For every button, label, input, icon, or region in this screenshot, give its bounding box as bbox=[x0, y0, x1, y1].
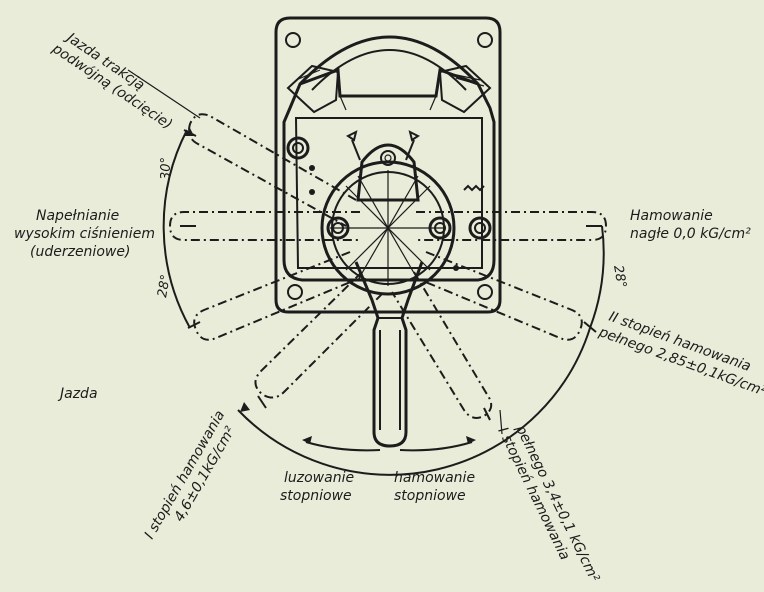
pointer bbox=[346, 130, 361, 161]
labels: Jazda trakcją podwójną (odcięcie) Napełn… bbox=[14, 28, 764, 585]
hub-hole bbox=[468, 216, 492, 240]
label-high-pressure-3: (uderzeniowe) bbox=[30, 244, 130, 260]
angle-arcs bbox=[162, 128, 605, 476]
valve-housing bbox=[274, 16, 502, 314]
angle-28-right: 28° bbox=[610, 264, 629, 289]
angle-28-left: 28° bbox=[155, 273, 174, 298]
label-high-pressure-2: wysokim ciśnieniem bbox=[14, 226, 155, 242]
arrowhead bbox=[240, 402, 250, 412]
label-emergency-1: Hamowanie bbox=[630, 208, 713, 224]
label-emergency-2: nagłe 0,0 kG/cm² bbox=[630, 226, 751, 242]
mount-hole bbox=[285, 32, 301, 48]
label-running: Jazda bbox=[57, 386, 98, 402]
stud bbox=[309, 165, 315, 171]
right-arc bbox=[589, 225, 605, 329]
label-full-stage1-2: pełnego 3,4±0,1 kG/cm² bbox=[512, 422, 602, 585]
arrowhead bbox=[184, 128, 194, 136]
label-gradual-braking-2: stopniowe bbox=[394, 488, 466, 504]
label-high-pressure-1: Napełnianie bbox=[36, 208, 119, 224]
handle-positions bbox=[168, 113, 608, 419]
mount-hole bbox=[477, 284, 493, 300]
direction-arrows bbox=[302, 436, 476, 452]
label-gradual-release-2: stopniowe bbox=[280, 488, 352, 504]
port-circle bbox=[286, 136, 310, 160]
spring bbox=[463, 184, 485, 192]
bottom-arc bbox=[237, 327, 591, 476]
left-arc bbox=[162, 129, 191, 329]
label-gradual-braking-1: hamowanie bbox=[394, 470, 475, 486]
mount-hole bbox=[477, 32, 493, 48]
handle-hub bbox=[320, 143, 492, 296]
stud bbox=[309, 189, 315, 195]
label-double-traction-2: podwójną (odcięcie) bbox=[48, 40, 175, 133]
handle-solid bbox=[354, 261, 424, 448]
stud bbox=[453, 265, 459, 271]
label-gradual-release-1: luzowanie bbox=[284, 470, 354, 486]
angle-30: 30° bbox=[159, 157, 174, 180]
pointer bbox=[405, 130, 420, 161]
mount-hole bbox=[287, 284, 303, 300]
leader-lines bbox=[127, 69, 503, 435]
